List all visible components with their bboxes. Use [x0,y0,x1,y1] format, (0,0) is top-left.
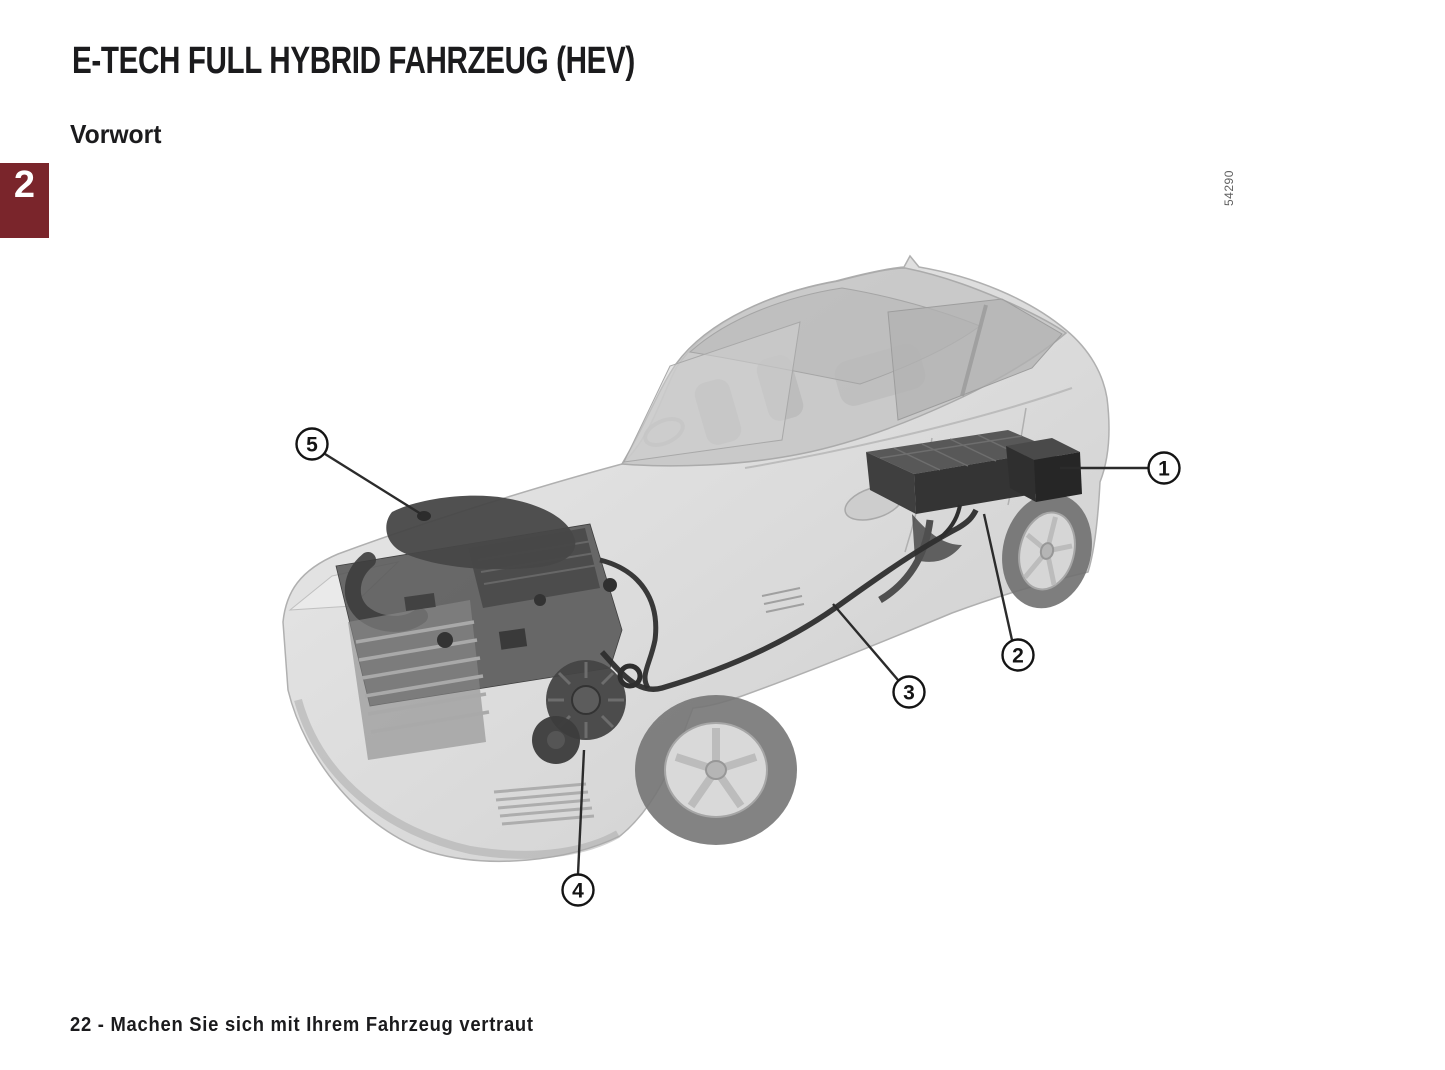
inverter-box [1006,438,1082,502]
callout-4: 4 [561,873,595,907]
battery-grid [879,434,1025,471]
callout-4-label: 4 [572,880,584,903]
callout-3: 3 [892,675,926,709]
callout-2: 2 [1001,638,1035,672]
callout-5: 5 [295,427,329,461]
sill-vents [761,587,805,613]
rear-wheel [1002,493,1092,609]
windshield [623,321,801,463]
battery-strut [878,519,934,604]
engine-cover [386,495,576,570]
figure-reference-code: 54290 [1222,170,1236,206]
section-heading: Vorwort [70,119,162,149]
callout-5-line [324,452,422,516]
harness [599,557,659,690]
grille-slats [493,782,595,826]
beltline [744,387,1073,469]
b-pillar [960,304,988,397]
combustion-engine [335,495,659,760]
radiator-slats [355,620,490,734]
callout-1-label: 1 [1158,458,1170,481]
callout-2-line [982,513,1014,641]
front-wheel [635,695,797,845]
electric-motor [532,660,626,764]
side-windows [887,298,1063,421]
front-bumper-line [294,698,620,859]
page-title: E-TECH FULL HYBRID FAHRZEUG (HEV) [72,40,635,82]
callout-2-label: 2 [1012,645,1024,668]
page-footer: 22 - Machen Sie sich mit Ihrem Fahrzeug … [70,1014,534,1036]
callout-3-line [832,603,899,681]
callout-5-label: 5 [306,434,318,457]
callout-1: 1 [1147,451,1181,485]
chapter-tab: 2 [0,163,49,238]
hv-cable [599,504,979,692]
callout-3-label: 3 [903,682,915,705]
callout-4-line [576,749,586,875]
